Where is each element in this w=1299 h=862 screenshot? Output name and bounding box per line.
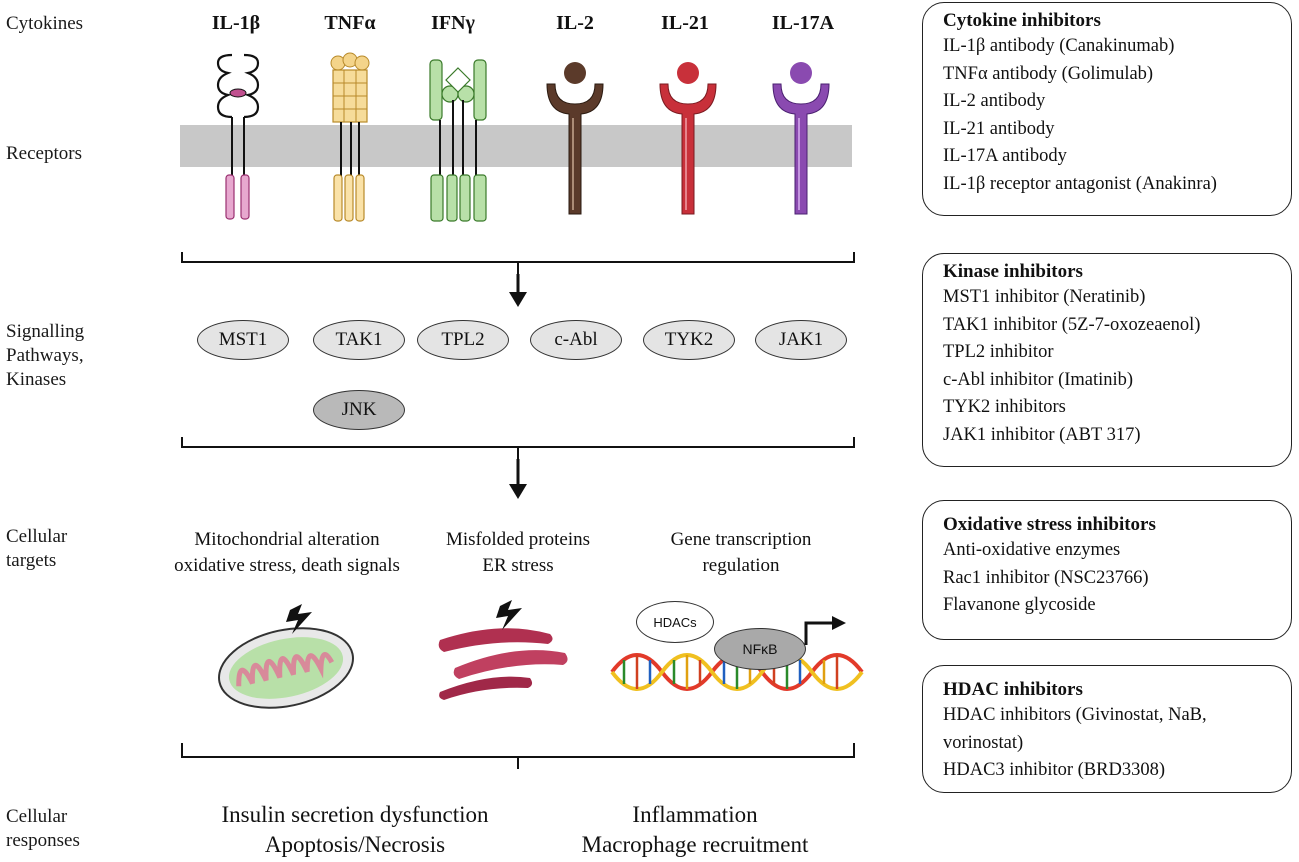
box-item: HDAC inhibitors (Givinostat, NaB, (943, 705, 1207, 725)
cytokine-label-il1b: IL-1β (211, 12, 261, 34)
box-item: HDAC3 inhibitor (BRD3308) (943, 760, 1165, 780)
hdacs-oval: HDACs (636, 601, 714, 643)
target-line: Misfolded proteins (445, 529, 591, 550)
box-item: Flavanone glycoside (943, 595, 1096, 615)
receptor-il1b (216, 53, 260, 220)
kinase-c-abl: c-Abl (530, 320, 622, 360)
kinase-label: TYK2 (664, 329, 714, 350)
box-item: IL-21 antibody (943, 118, 1055, 139)
box-item: JAK1 inhibitor (ABT 317) (943, 424, 1141, 445)
kinase-tak1: TAK1 (313, 320, 405, 360)
cytokine-label-il2: IL-2 (556, 12, 594, 34)
row-label-targets: Cellular targets (6, 525, 67, 573)
receptor-tnfa (330, 52, 370, 222)
row-label-line: Kinases (6, 369, 67, 390)
target-gene-transcription: Gene transcription regulation (636, 527, 846, 579)
transcription-arrow-icon (804, 621, 836, 645)
response-line: Macrophage recruitment (581, 832, 809, 857)
box-item: IL-1β receptor antagonist (Anakinra) (943, 173, 1217, 194)
row-label-receptors: Receptors (6, 143, 82, 164)
row-label-cytokines: Cytokines (6, 13, 84, 34)
nfkb-label: NFκB (742, 641, 778, 657)
pathway-graphics (180, 52, 864, 769)
target-mitochondrial: Mitochondrial alteration oxidative stres… (142, 527, 432, 579)
kinase-label: JAK1 (778, 329, 824, 350)
box-item: Anti-oxidative enzymes (943, 540, 1121, 560)
box-oxidative-stress-inhibitors: Oxidative stress inhibitors Anti-oxidati… (922, 500, 1292, 640)
receptor-il17a (772, 62, 830, 215)
box-item: vorinostat) (943, 732, 1024, 753)
cytokine-label-il17a: IL-17A (771, 12, 835, 34)
cytokine-label-ifng: IFNγ (431, 12, 475, 34)
target-line: regulation (702, 555, 780, 576)
box-title: HDAC inhibitors (943, 679, 1083, 700)
row-label-responses: Cellular responses (6, 805, 80, 853)
response-line: Insulin secretion dysfunction (221, 802, 489, 827)
receptor-ifng (429, 59, 487, 222)
bracket-top (181, 252, 855, 274)
lightning-icon (496, 600, 522, 630)
box-item: TYK2 inhibitors (943, 397, 1066, 417)
arrow-down-icon (509, 274, 527, 307)
bracket-middle (181, 437, 855, 459)
kinase-mst1: MST1 (197, 320, 289, 360)
kinase-label: c-Abl (554, 329, 598, 350)
response-insulin-apoptosis: Insulin secretion dysfunction Apoptosis/… (180, 800, 530, 860)
response-inflammation: Inflammation Macrophage recruitment (545, 800, 845, 860)
kinase-jnk: JNK (313, 390, 405, 430)
mitochondrion-icon (218, 627, 354, 709)
kinase-jak1: JAK1 (755, 320, 847, 360)
row-label-line: Signalling (6, 321, 85, 342)
response-line: Inflammation (632, 802, 758, 827)
box-title: Oxidative stress inhibitors (943, 514, 1156, 535)
box-item: IL-17A antibody (943, 146, 1067, 166)
kinase-label: MST1 (218, 329, 268, 350)
lightning-icon (286, 604, 312, 634)
box-item: TAK1 inhibitor (5Z-7-oxozeaenol) (943, 314, 1201, 335)
row-label-line: responses (6, 830, 80, 851)
box-item: c-Abl inhibitor (Imatinib) (943, 369, 1134, 390)
kinase-tyk2: TYK2 (643, 320, 735, 360)
target-line: Mitochondrial alteration (194, 529, 380, 550)
transcription-arrow-icon (832, 616, 846, 630)
kinase-label: JNK (341, 399, 377, 420)
row-label-line: targets (6, 550, 57, 571)
box-item: MST1 inhibitor (Neratinib) (943, 287, 1146, 307)
box-item: TNFα antibody (Golimulab) (943, 63, 1154, 84)
cytokine-label-tnfa: TNFα (324, 12, 376, 34)
target-line: oxidative stress, death signals (174, 555, 400, 576)
box-item: Rac1 inhibitor (NSC23766) (943, 567, 1149, 588)
row-label-line: Pathways, (6, 345, 84, 366)
hdacs-label: HDACs (653, 614, 697, 630)
box-item: TPL2 inhibitor (943, 342, 1054, 362)
box-item: IL-1β antibody (Canakinumab) (943, 36, 1175, 56)
receptor-il2 (546, 62, 604, 215)
kinase-label: TPL2 (441, 329, 485, 350)
target-er-stress: Misfolded proteins ER stress (418, 527, 618, 579)
kinase-label: TAK1 (335, 329, 383, 350)
row-label-signalling: Signalling Pathways, Kinases (6, 320, 84, 392)
er-icon (438, 628, 568, 700)
cell-membrane (180, 125, 852, 167)
response-line: Apoptosis/Necrosis (264, 832, 446, 857)
box-title: Kinase inhibitors (943, 261, 1083, 282)
arrow-down-icon (509, 459, 527, 499)
row-label-line: Cellular (6, 526, 68, 547)
box-cytokine-inhibitors: Cytokine inhibitors IL-1β antibody (Cana… (922, 2, 1292, 216)
target-line: Gene transcription (670, 529, 812, 550)
box-kinase-inhibitors: Kinase inhibitors MST1 inhibitor (Nerati… (922, 253, 1292, 467)
row-label-line: Cellular (6, 806, 68, 827)
nfkb-oval: NFκB (714, 628, 806, 670)
box-item: IL-2 antibody (943, 91, 1046, 111)
box-hdac-inhibitors: HDAC inhibitors HDAC inhibitors (Givinos… (922, 665, 1292, 793)
receptor-il21 (659, 62, 717, 215)
kinase-tpl2: TPL2 (417, 320, 509, 360)
target-line: ER stress (482, 555, 554, 576)
box-title: Cytokine inhibitors (943, 10, 1101, 31)
bracket-bottom (181, 743, 855, 769)
cytokine-label-il21: IL-21 (661, 12, 709, 34)
